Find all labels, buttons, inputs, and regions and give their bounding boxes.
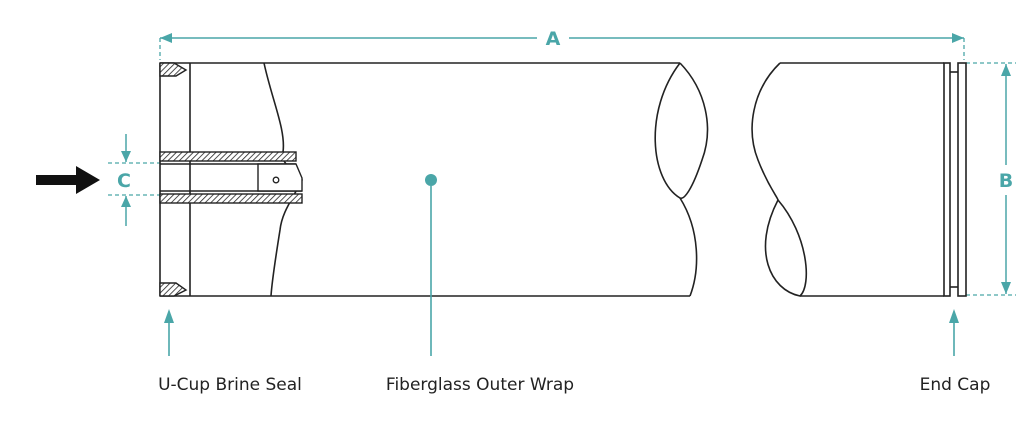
dimension-a-arrow-right (952, 33, 964, 43)
dimension-c: C (108, 134, 160, 226)
dimension-c-arrow-bottom (121, 196, 131, 207)
dimension-b-label: B (999, 170, 1013, 192)
callout-end-cap: End Cap (920, 309, 991, 395)
dimension-b: B (966, 62, 1016, 296)
break-curve-right-lower (764, 199, 808, 297)
permeate-hole-icon (272, 176, 280, 184)
dimension-a: A (159, 28, 965, 60)
label-fiberglass-outer-wrap: Fiberglass Outer Wrap (386, 375, 574, 395)
callout-wrap: Fiberglass Outer Wrap (386, 174, 574, 395)
callout-seal: U-Cup Brine Seal (158, 309, 302, 395)
brine-seal-top (159, 62, 188, 77)
callout-end-cap-arrow-icon (949, 309, 959, 323)
dimension-a-label: A (546, 28, 561, 50)
feed-flow-arrow-icon (36, 166, 100, 194)
break-curve-lower (679, 197, 698, 297)
permeate-tube-wall-bottom (159, 193, 303, 204)
permeate-tube-wall-top (159, 151, 297, 162)
label-end-cap: End Cap (920, 375, 991, 395)
u-cup-brine-seal (159, 62, 188, 297)
label-u-cup-brine-seal: U-Cup Brine Seal (158, 375, 302, 395)
brine-seal-bottom (159, 282, 188, 297)
element-left-section (159, 62, 709, 297)
break-curve-upper (654, 62, 709, 199)
end-cap-rim (957, 62, 967, 297)
dimension-c-arrow-top (121, 151, 131, 162)
dimension-b-arrow-top (1001, 64, 1011, 76)
end-cap-body (943, 62, 951, 297)
break-curve-right-upper (751, 62, 781, 201)
dimension-c-label: C (117, 170, 131, 192)
element-right-section (751, 62, 967, 297)
permeate-tube (159, 151, 303, 204)
dimension-b-arrow-bottom (1001, 282, 1011, 294)
dimension-a-arrow-left (160, 33, 172, 43)
callout-wrap-dot-icon (425, 174, 437, 186)
permeate-tube-end (257, 163, 303, 192)
callout-seal-arrow-icon (164, 309, 174, 323)
